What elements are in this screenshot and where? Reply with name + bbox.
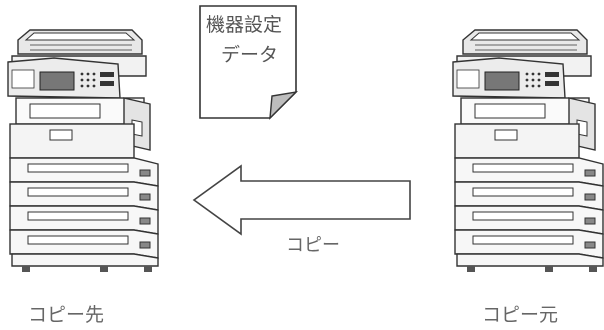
document-title-line1: 機器設定	[206, 14, 283, 36]
source-label: コピー元	[482, 304, 559, 326]
settings-data-document-icon	[199, 5, 299, 120]
destination-printer-icon	[7, 29, 159, 273]
destination-label: コピー先	[28, 304, 105, 326]
copy-arrow-label: コピー	[286, 235, 340, 256]
document-title-line2: データ	[221, 44, 279, 66]
source-printer-icon	[452, 29, 604, 273]
copy-direction-arrow-icon	[192, 164, 411, 236]
